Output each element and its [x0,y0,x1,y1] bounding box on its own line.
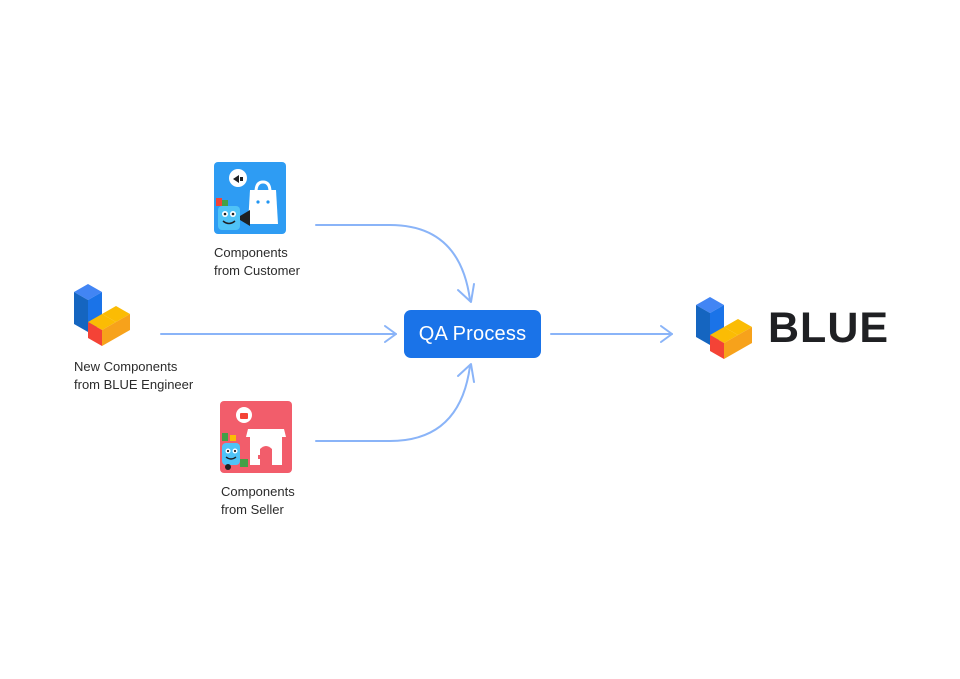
customer-label-line2: from Customer [214,263,300,278]
shopping-bag-icon [214,162,286,234]
customer-components-thumbnail [214,162,286,234]
seller-label-line1: Components [221,484,295,499]
seller-components-thumbnail [220,401,292,473]
blue-logo-icon [696,297,752,359]
engineer-label-line2: from BLUE Engineer [74,377,194,392]
engineer-components-label: New Components from BLUE Engineer [74,358,193,394]
seller-to-qa-arrow [315,365,471,442]
customer-arrowhead [457,283,475,303]
customer-label-line1: Components [214,245,288,260]
brand-arrowhead [660,325,673,343]
brand-wordmark: BLUE [768,304,890,352]
qa-process-node: QA Process [404,310,541,358]
seller-arrowhead [457,363,475,383]
storefront-icon [220,401,292,473]
engineer-label-line1: New Components [74,359,178,374]
blue-logo-icon [74,284,130,346]
customer-components-label: Components from Customer [214,244,300,280]
engineer-arrowhead [384,325,397,343]
seller-components-label: Components from Seller [221,483,295,519]
customer-to-qa-arrow [315,224,471,301]
seller-label-line2: from Seller [221,502,284,517]
